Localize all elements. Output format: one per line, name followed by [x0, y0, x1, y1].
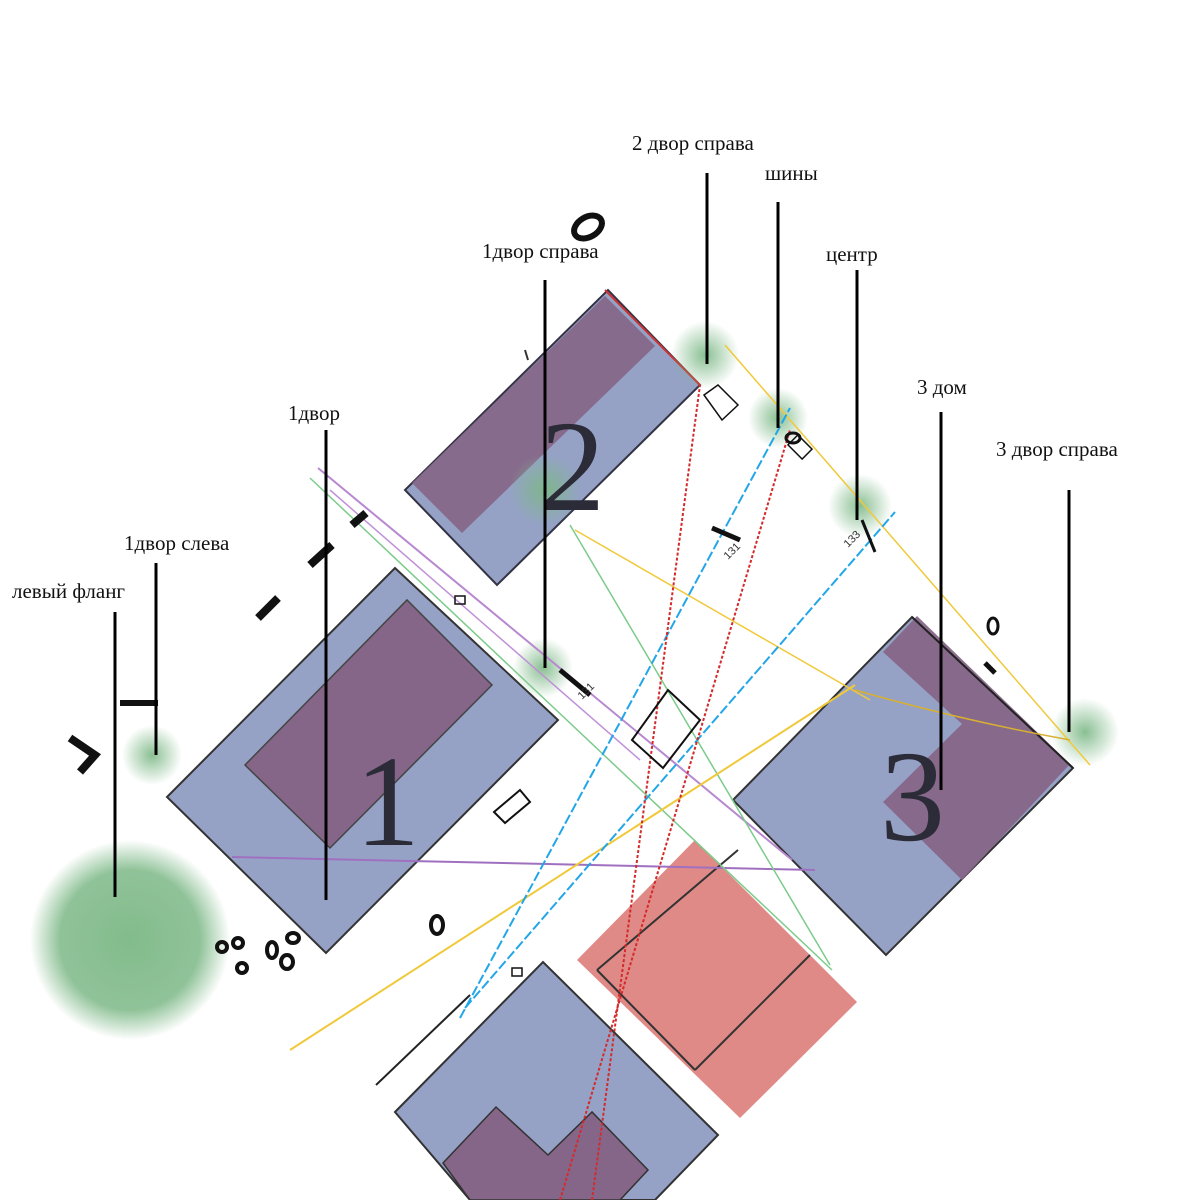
callout-left-flank[interactable]: левый фланг	[12, 579, 125, 897]
tire-icon	[986, 616, 1000, 636]
tire-icon	[285, 931, 301, 945]
vehicle-icon	[492, 788, 532, 825]
tire-icon	[571, 212, 605, 242]
small-crate	[511, 967, 523, 977]
tire-icon	[231, 936, 245, 950]
yard1-right-zone	[513, 638, 573, 698]
svg-text:131: 131	[722, 541, 743, 562]
yard2-right-zone	[671, 321, 739, 389]
svg-text:1двор слева: 1двор слева	[124, 531, 230, 555]
small-crate	[786, 433, 814, 461]
red-block[interactable]	[577, 840, 857, 1118]
svg-text:3 дом: 3 дом	[917, 375, 967, 399]
svg-text:левый фланг: левый фланг	[12, 579, 125, 603]
tire-icon	[429, 914, 445, 936]
vehicle-icon	[630, 688, 702, 770]
vehicle-icon	[702, 384, 740, 422]
callout-yard1-left[interactable]: 1двор слева	[124, 531, 230, 755]
corner-marker	[67, 734, 102, 775]
callout-yard1[interactable]: 1двор	[288, 401, 340, 900]
building-number-2: 2	[540, 395, 605, 539]
callout-yard2-right[interactable]: 2 двор справа	[632, 131, 754, 364]
tire-icon	[265, 940, 279, 960]
building-number-3: 3	[880, 725, 945, 869]
callout-center[interactable]: центр	[826, 242, 878, 520]
svg-text:шины: шины	[765, 161, 818, 185]
center-zone	[828, 474, 892, 538]
svg-text:2 двор справа: 2 двор справа	[632, 131, 754, 155]
building-number-1: 1	[355, 730, 420, 874]
map-symbols	[67, 212, 1000, 977]
building-2[interactable]	[403, 288, 702, 587]
wall-segment	[307, 542, 335, 568]
svg-text:1двор: 1двор	[288, 401, 340, 425]
wall-segment	[255, 595, 281, 621]
callout-tires[interactable]: шины	[765, 161, 818, 428]
callout-yard3-right[interactable]: 3 двор справа	[996, 437, 1118, 732]
callout-house3[interactable]: 3 дом	[917, 375, 967, 790]
tire-icon	[215, 940, 229, 954]
svg-text:центр: центр	[826, 242, 878, 266]
left-flank-zone	[30, 840, 230, 1040]
svg-text:3 двор справа: 3 двор справа	[996, 437, 1118, 461]
building-3[interactable]	[731, 615, 1075, 957]
building-bottom[interactable]	[375, 960, 720, 1200]
tire-icon	[279, 953, 295, 971]
yard1-left-zone	[122, 725, 182, 785]
small-crate	[454, 595, 466, 605]
trajectory-lines	[231, 344, 1091, 1200]
svg-text:1двор справа: 1двор справа	[482, 239, 599, 263]
callout-yard1-right[interactable]: 1двор справа	[482, 239, 599, 668]
wall-segment	[349, 509, 369, 529]
tire-icon	[235, 961, 249, 975]
